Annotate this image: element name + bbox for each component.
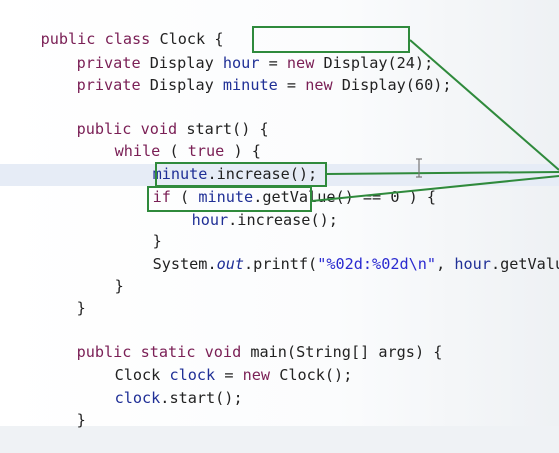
token: public <box>40 30 96 48</box>
token: "%02d:%02d\n" <box>317 255 437 273</box>
token: minute <box>222 76 278 94</box>
code-line-11: } <box>78 253 124 295</box>
token: = <box>259 54 287 72</box>
token: clock <box>169 366 216 384</box>
token: minute <box>152 165 208 183</box>
token: } <box>76 411 86 429</box>
token: .printf( <box>244 255 318 273</box>
token: hour <box>191 211 229 229</box>
token: out <box>216 255 245 273</box>
code-line-15: clock.start(); <box>78 365 243 407</box>
token: Display <box>140 54 223 72</box>
text-cursor-icon <box>416 158 422 178</box>
code-line-6: minute.increase(); <box>116 141 318 183</box>
token: clock <box>114 389 161 407</box>
token: Clock(); <box>270 366 353 384</box>
token: .increase(); <box>207 165 318 183</box>
token: if <box>152 188 171 206</box>
token: minute <box>198 188 254 206</box>
token: System. <box>152 255 217 273</box>
code-line-9: } <box>116 208 162 250</box>
token: private <box>76 54 141 72</box>
code-line-1: public class Clock { <box>4 6 224 48</box>
token: public <box>76 120 132 138</box>
token: new <box>242 366 271 384</box>
token: public <box>76 343 132 361</box>
code-editor[interactable]: public class Clock { private Display hou… <box>0 0 559 429</box>
code-line-2: private Display hour = new Display(24); <box>40 30 434 72</box>
token: = <box>277 76 306 94</box>
token: .start(); <box>160 389 243 407</box>
token: Clock <box>114 366 170 384</box>
token: ) { <box>224 142 261 160</box>
token: .getValue( <box>490 255 559 273</box>
code-line-7: if ( minute.getValue() == 0 ) { <box>116 164 436 206</box>
code-line-8: hour.increase(); <box>155 187 338 229</box>
code-line-12: } <box>40 275 86 317</box>
token: void <box>204 343 242 361</box>
code-line-4: public void start() { <box>40 96 269 138</box>
code-line-10: System.out.printf("%02d:%02d\n", hour.ge… <box>116 231 559 273</box>
token: main(String[] args) { <box>241 343 443 361</box>
token: Display <box>140 76 223 94</box>
code-line-16: } <box>40 387 86 429</box>
token: void <box>140 120 178 138</box>
token: private <box>76 76 141 94</box>
token: Display(60); <box>332 76 452 94</box>
code-line-13: public static void main(String[] args) { <box>40 319 443 361</box>
token: = <box>215 366 243 384</box>
token: } <box>76 299 86 317</box>
token: hour <box>222 54 260 72</box>
token: start() { <box>177 120 269 138</box>
token: } <box>152 232 162 250</box>
token: hour <box>454 255 491 273</box>
code-line-14: Clock clock = new Clock(); <box>78 342 353 384</box>
token: , <box>436 255 455 273</box>
token: .increase(); <box>228 211 338 229</box>
token: Clock { <box>150 30 224 48</box>
token: while <box>114 142 161 160</box>
token: new <box>305 76 333 94</box>
code-line-5: while ( true ) { <box>78 118 261 160</box>
token: ( <box>160 142 188 160</box>
token: new <box>286 54 315 72</box>
code-line-3: private Display minute = new Display(60)… <box>40 52 452 94</box>
token: } <box>114 277 124 295</box>
token: true <box>187 142 225 160</box>
token: ( <box>170 188 199 206</box>
token: Display(24); <box>314 54 434 72</box>
token: class <box>104 30 151 48</box>
token: static <box>140 343 196 361</box>
